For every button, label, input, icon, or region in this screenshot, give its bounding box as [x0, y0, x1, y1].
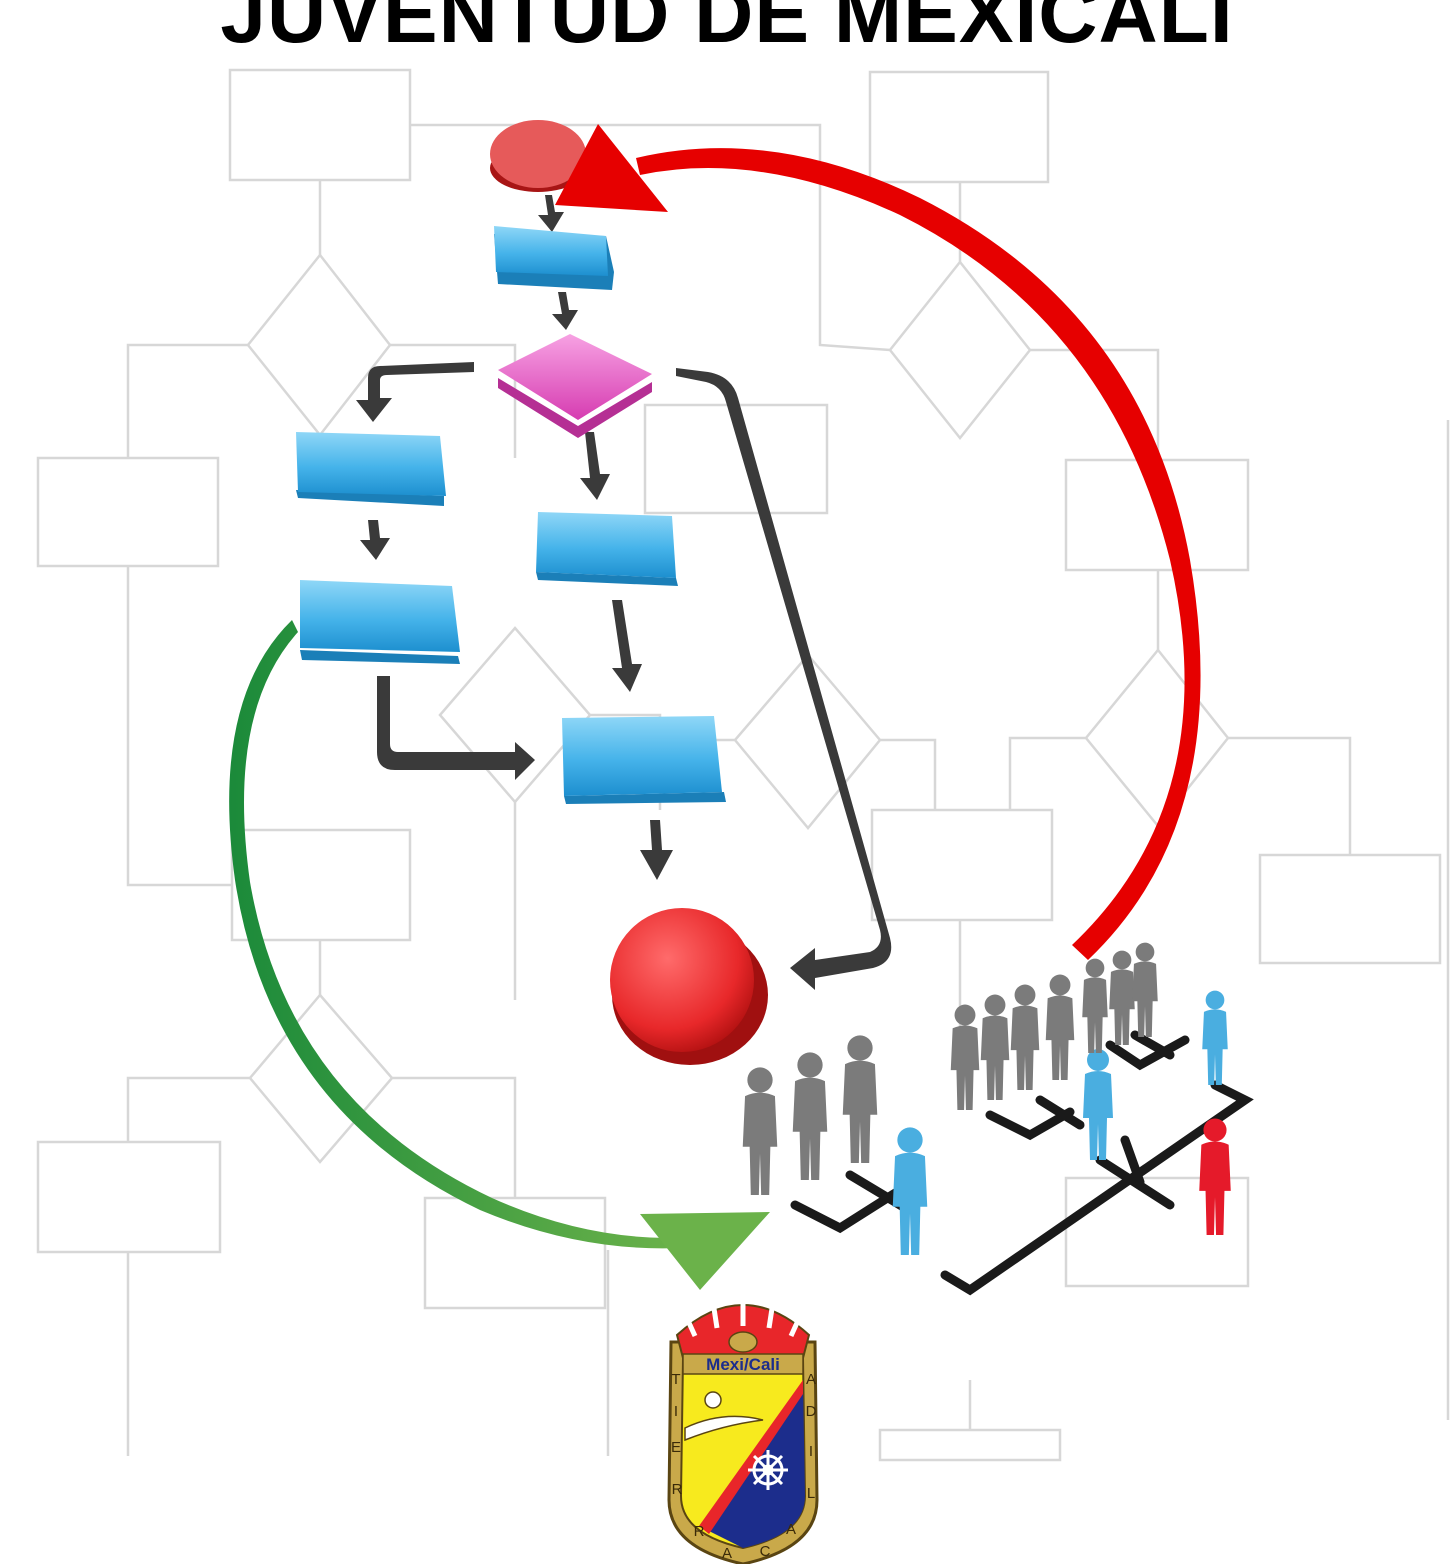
emblem-letter-bottom-1: A — [722, 1545, 732, 1562]
person-red — [1199, 1118, 1231, 1235]
emblem-letter-left-1: T — [671, 1371, 680, 1388]
emblem-letter-right-1: A — [806, 1371, 816, 1388]
process-box-1 — [494, 226, 614, 290]
person-gray — [1045, 974, 1075, 1080]
person-gray — [950, 1004, 980, 1110]
mexicali-emblem: Mexi/Cali T I E R R A C A L I D A — [667, 1296, 819, 1564]
emblem-letter-right-5: A — [786, 1521, 796, 1538]
person-gray — [980, 994, 1010, 1100]
decision-diamond — [498, 334, 652, 438]
emblem-letter-left-2: I — [674, 1403, 678, 1420]
emblem-letter-right-3: I — [809, 1443, 813, 1460]
emblem-letter-bottom-2: C — [760, 1543, 771, 1560]
emblem-banner-text: Mexi/Cali — [706, 1355, 780, 1374]
process-box-bottom — [562, 716, 726, 804]
person-blue — [1202, 990, 1228, 1085]
person-gray — [742, 1067, 778, 1195]
emblem-letter-right-2: D — [806, 1403, 817, 1420]
person-blue — [892, 1127, 928, 1255]
handoff-arrow — [229, 620, 770, 1290]
end-terminal — [610, 908, 768, 1065]
feedback-arrow — [555, 124, 1201, 961]
process-box-left-2 — [300, 580, 460, 664]
emblem-letter-left-5: R — [694, 1523, 705, 1540]
start-terminal — [490, 120, 586, 192]
background-flowchart — [36, 68, 1450, 1462]
org-people — [742, 942, 1231, 1255]
emblem-letter-left-4: R — [672, 1481, 683, 1498]
person-blue — [1083, 1049, 1113, 1160]
person-gray — [1082, 958, 1108, 1053]
person-gray — [1010, 984, 1040, 1090]
flow-arrows — [356, 195, 892, 990]
person-gray — [1132, 942, 1158, 1037]
person-gray — [792, 1052, 828, 1180]
process-box-left-1 — [296, 432, 446, 506]
process-box-right-1 — [536, 512, 678, 586]
emblem-letter-left-3: E — [671, 1439, 681, 1456]
person-gray — [842, 1035, 878, 1163]
emblem-letter-right-4: L — [807, 1485, 815, 1502]
page-title: JUVENTUD DE MEXICALI — [220, 0, 1234, 60]
person-gray — [1109, 950, 1135, 1045]
